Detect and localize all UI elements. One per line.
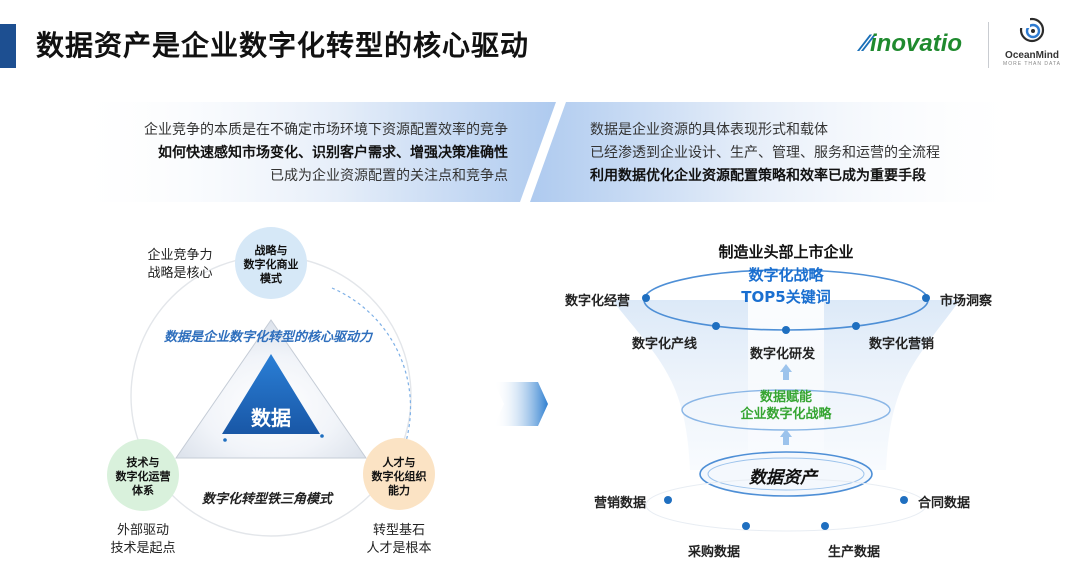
title-accent-bar (0, 24, 16, 68)
source-dot-contract (900, 496, 908, 504)
technology-side-text: 外部驱动技术是起点 (110, 523, 176, 556)
triangle-center-label: 数据 (251, 406, 291, 430)
banner-left-text: 企业竞争的本质是在不确定市场环境下资源配置效率的竞争 如何快速感知市场变化、识别… (60, 119, 508, 188)
banner-left-shape (66, 102, 556, 202)
oceanmind-logo-subtext: MORE THAN DATA (1003, 61, 1061, 67)
funnel-asset-label: 数据资产 (749, 468, 817, 488)
source-marketing-data: 营销数据 (594, 496, 647, 511)
inovatio-mark-icon: ⁄⁄ (862, 30, 871, 57)
keyword-digital-rnd: 数字化研发 (750, 347, 816, 362)
keyword-digital-marketing: 数字化营销 (869, 337, 935, 352)
source-dot-marketing (664, 496, 672, 504)
node-strategy-label: 战略与数字化商业模式 (243, 244, 299, 285)
node-talent (363, 438, 435, 510)
source-dot-production (821, 522, 829, 530)
keyword-dot-digital-production (712, 322, 720, 330)
keyword-dot-digital-operation (642, 294, 650, 302)
banner-right-line1: 数据是企业资源的具体表现形式和载体 (590, 122, 828, 138)
banner-right-text: 数据是企业资源的具体表现形式和载体 已经渗透到企业设计、生产、管理、服务和运营的… (590, 119, 1030, 188)
node-strategy (235, 227, 307, 299)
funnel-subtitle-top5: TOP5关键词 (741, 288, 831, 306)
funnel-title: 制造业头部上市企业 (718, 243, 854, 261)
node-talent-label: 人才与数字化组织能力 (371, 456, 427, 497)
big-arrow-icon (494, 382, 548, 426)
funnel-subtitle-strategy: 数字化战略 (748, 266, 824, 284)
banner-right-line2: 已经渗透到企业设计、生产、管理、服务和运营的全流程 (590, 145, 940, 161)
triangle-core (222, 354, 320, 434)
banner-left-line3: 已成为企业资源配置的关注点和竞争点 (270, 168, 508, 184)
inovatio-logo-text: inovatio (870, 30, 963, 57)
node-technology (107, 439, 179, 511)
banner-right-shape (530, 102, 1030, 202)
up-arrow-icon-upper (780, 364, 792, 380)
keyword-dot-market-insight (922, 294, 930, 302)
banner-right-line3: 利用数据优化企业资源配置策略和效率已成为重要手段 (590, 168, 926, 184)
funnel-enable-text: 数据赋能企业数字化战略 (740, 390, 832, 422)
source-dot-procurement (742, 522, 750, 530)
keyword-dot-digital-rnd (782, 326, 790, 334)
keyword-digital-production: 数字化产线 (632, 337, 698, 352)
logo-divider (988, 22, 989, 68)
talent-side-text: 转型基石人才是根本 (366, 523, 432, 556)
strategy-side-text: 企业竞争力战略是核心 (147, 248, 213, 281)
keyword-dot-digital-marketing (852, 322, 860, 330)
node-technology-label: 技术与数字化运营体系 (115, 456, 171, 497)
source-contract-data: 合同数据 (918, 496, 971, 511)
banner-left-line2: 如何快速感知市场变化、识别客户需求、增强决策准确性 (158, 145, 508, 161)
triangle-upper-caption: 数据是企业数字化转型的核心驱动力 (164, 330, 373, 345)
triangle-vertex-dot-left (223, 438, 227, 442)
triangle-vertex-dot-right (320, 434, 324, 438)
up-arrow-icon-lower (780, 429, 792, 445)
funnel-source-orbit (645, 478, 927, 532)
oceanmind-logo: OceanMind MORE THAN DATA (994, 16, 1070, 74)
source-procurement-data: 采购数据 (688, 545, 741, 560)
funnel-bottom-ellipse-outer (699, 451, 873, 497)
source-production-data: 生产数据 (828, 545, 881, 560)
oceanmind-swirl-icon (1019, 17, 1045, 43)
triangle-lower-caption: 数字化转型铁三角模式 (202, 492, 333, 507)
inovatio-logo: ⁄⁄inovatio (862, 30, 962, 58)
triangle-orbit-arc (331, 287, 412, 449)
page-title: 数据资产是企业数字化转型的核心驱动 (36, 29, 530, 62)
keyword-digital-operation: 数字化经营 (565, 294, 631, 309)
funnel-bottom-ellipse-inner (707, 457, 865, 491)
banner-left-line1: 企业竞争的本质是在不确定市场环境下资源配置效率的竞争 (144, 122, 508, 138)
oceanmind-logo-text: OceanMind (1005, 50, 1059, 61)
keyword-market-insight: 市场洞察 (940, 294, 993, 309)
